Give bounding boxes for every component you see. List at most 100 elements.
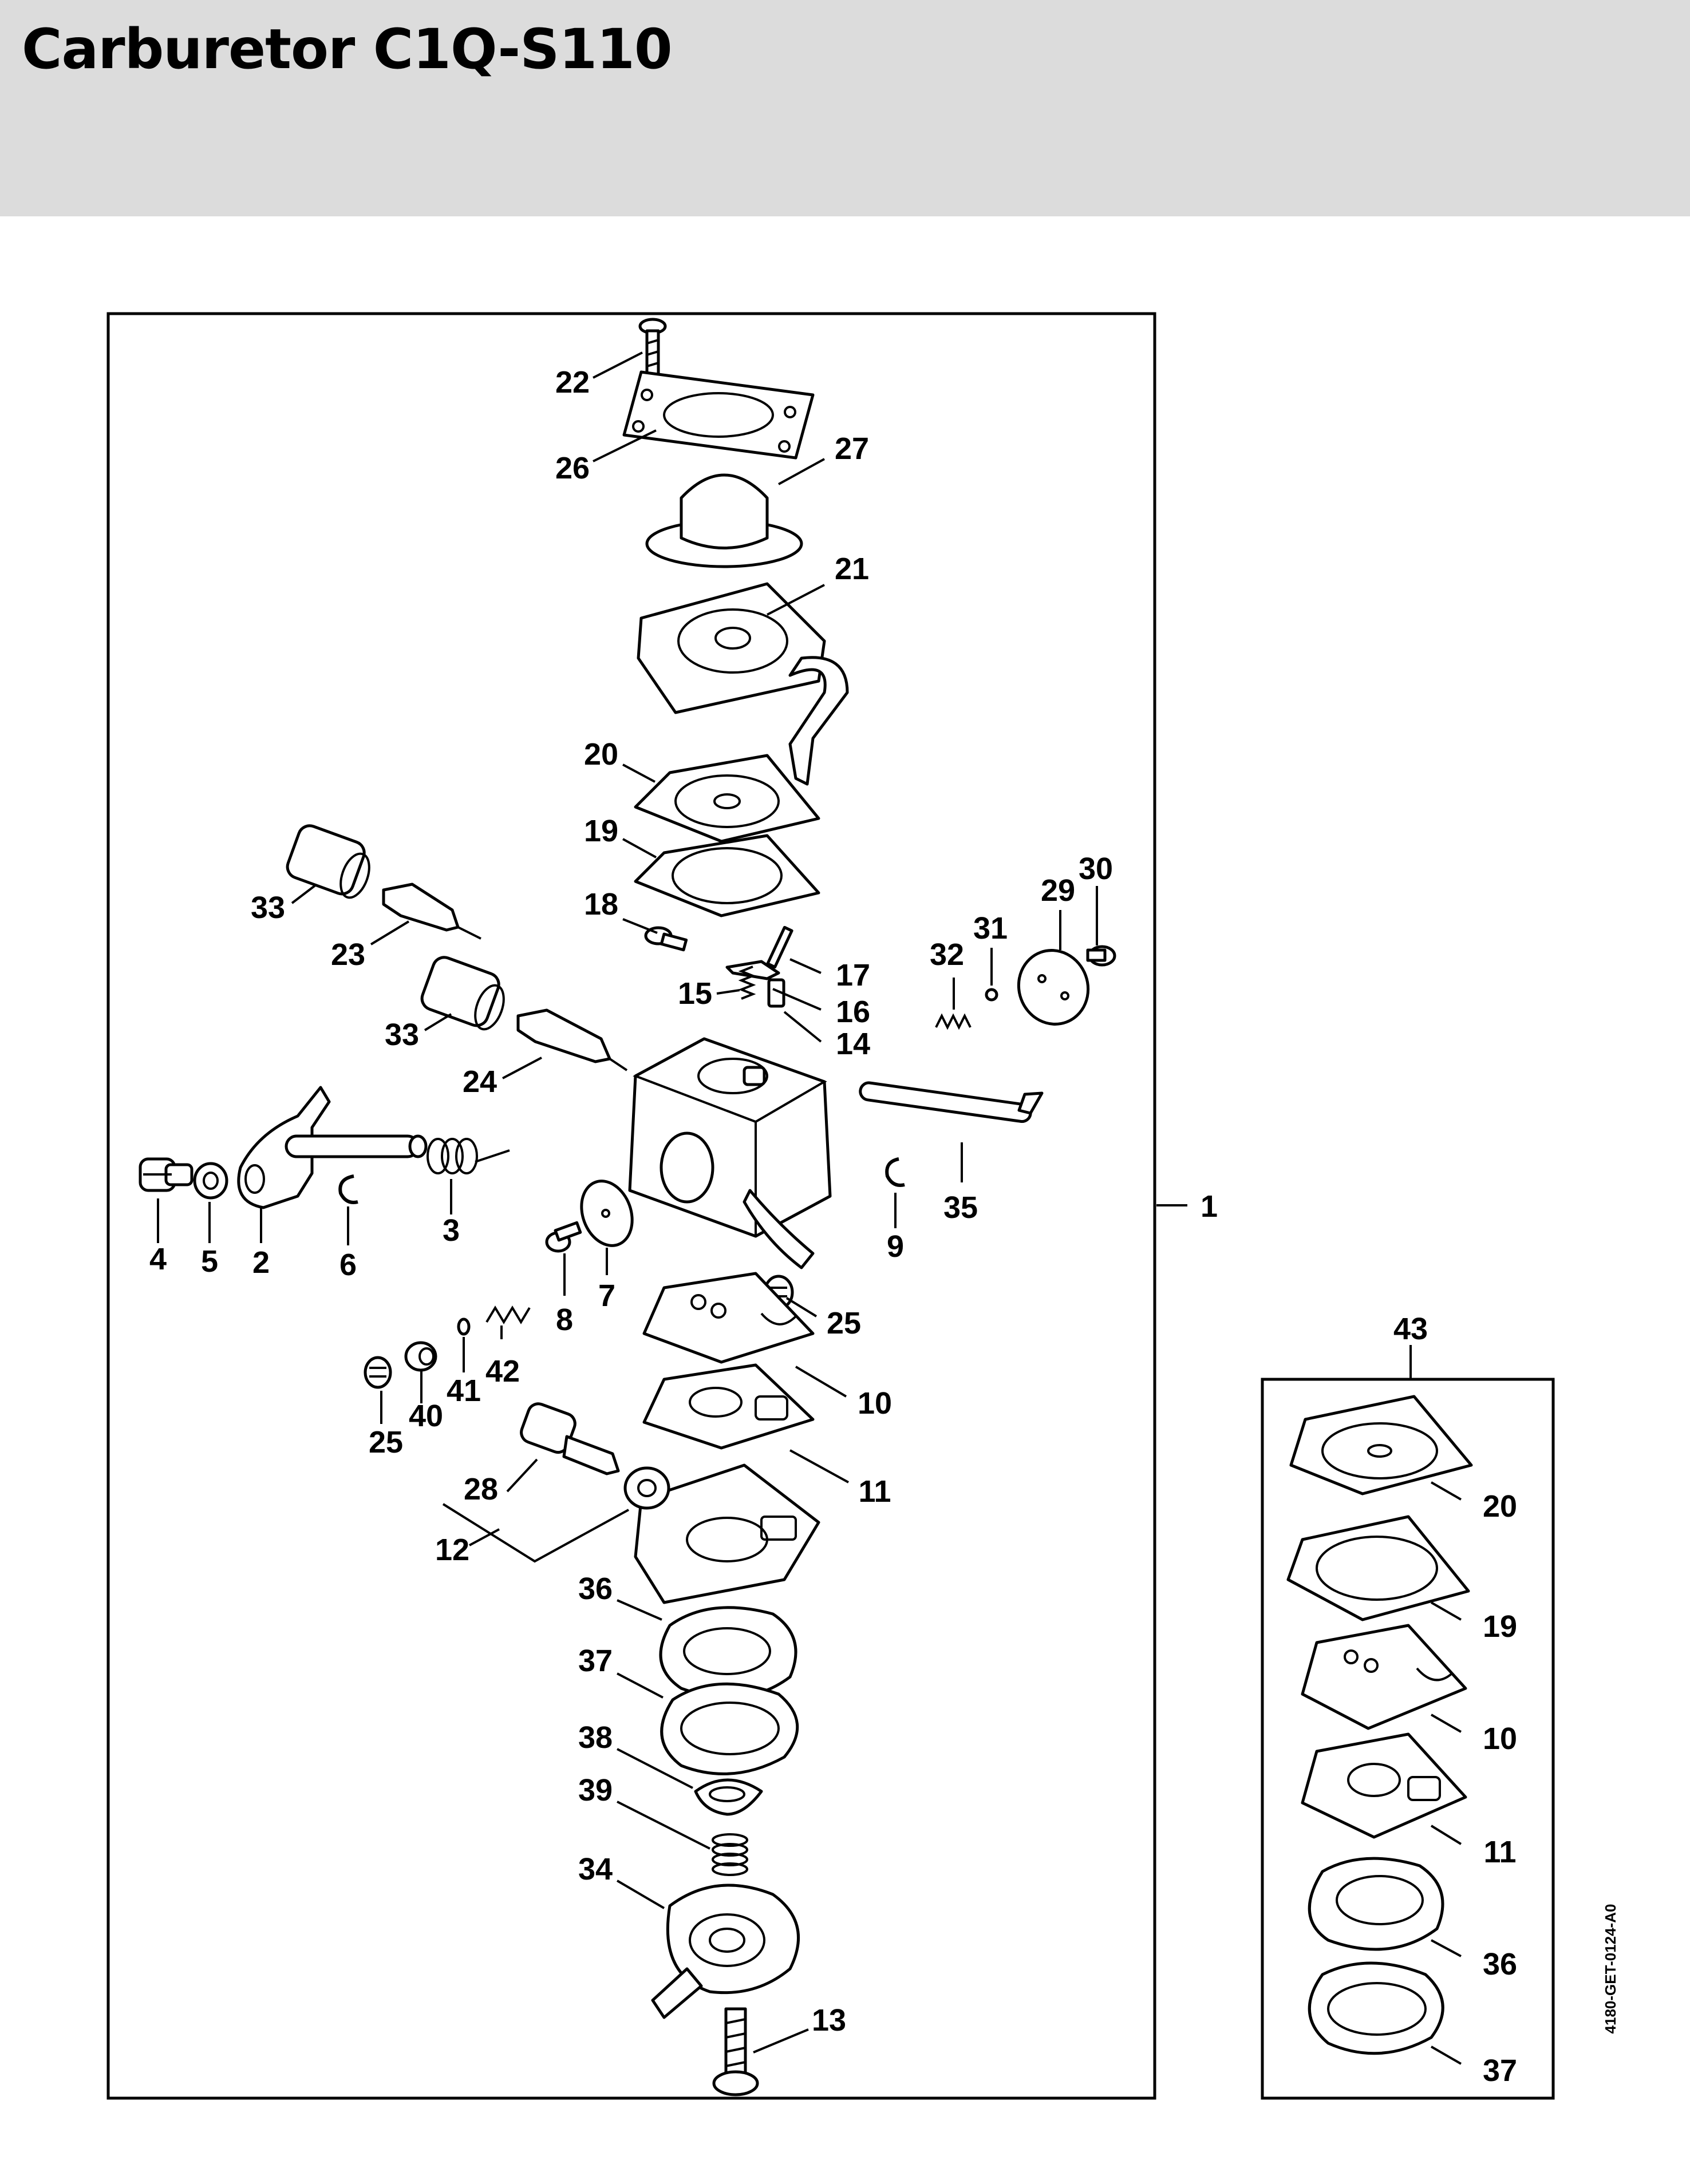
- carburetor-body-part: [628, 1037, 832, 1269]
- callout-28: 28: [464, 1472, 498, 1506]
- leader-lines: [157, 351, 1462, 2065]
- choke-plate-29-part: [1017, 949, 1090, 1026]
- callout-2: 2: [252, 1245, 270, 1280]
- callout-34: 34: [578, 1852, 613, 1886]
- gasket-kit-frame: [1261, 1378, 1555, 2100]
- housing-34-part: [651, 1884, 800, 2019]
- callout-40: 40: [409, 1399, 443, 1433]
- callout-labels: 22 26 27 21 20 19 18 17 16 15 14 33 23 3…: [149, 365, 1517, 2088]
- callout-33-lower: 33: [385, 1018, 419, 1052]
- screw-8-part: [545, 1221, 582, 1253]
- spring-32-part: [935, 1013, 972, 1030]
- callout-15: 15: [678, 976, 712, 1011]
- callout-10-main: 10: [858, 1386, 892, 1421]
- callout-38: 38: [578, 1720, 613, 1755]
- callout-10-kit: 10: [1483, 1722, 1517, 1756]
- part-drawings: [139, 318, 1473, 2096]
- plate-11-part: [642, 1363, 815, 1450]
- drawing-reference-code: 4180-GET-0124-A0: [1602, 1904, 1619, 2034]
- screw-22-part: [638, 318, 667, 378]
- callout-1: 1: [1201, 1189, 1218, 1224]
- adjusting-screw-23-part: [382, 883, 481, 940]
- throttle-plate-7-part: [580, 1180, 634, 1247]
- gasket-26-part: [622, 370, 815, 460]
- diaphragm-20-part: [634, 754, 820, 843]
- callout-25-upper: 25: [827, 1306, 861, 1340]
- callout-22: 22: [555, 365, 590, 399]
- cap-27-part: [645, 473, 803, 568]
- kit-gasket-10-part: [1301, 1624, 1467, 1730]
- gasket-10-part: [642, 1272, 815, 1364]
- callout-37-kit: 37: [1483, 2054, 1517, 2088]
- callout-21: 21: [835, 552, 869, 586]
- callout-31: 31: [973, 911, 1008, 945]
- callout-11-kit: 11: [1483, 1835, 1516, 1869]
- callout-26: 26: [555, 451, 590, 485]
- callout-27: 27: [835, 432, 869, 466]
- callout-43: 43: [1393, 1312, 1428, 1346]
- callout-17: 17: [836, 958, 870, 992]
- gasket-37-part: [660, 1682, 799, 1775]
- callout-39: 39: [578, 1773, 613, 1807]
- callout-23: 23: [331, 937, 365, 972]
- screw-30-part: [1086, 945, 1116, 967]
- callout-7: 7: [598, 1279, 615, 1313]
- kit-gasket-36-part: [1308, 1857, 1444, 1951]
- ball-31-part: [985, 988, 998, 1002]
- e-clip-6-part: [338, 1174, 358, 1204]
- gasket-19-part: [634, 834, 820, 917]
- callout-4: 4: [149, 1242, 167, 1276]
- gasket-36-part: [659, 1606, 797, 1699]
- end-cover-12-part: [623, 1463, 820, 1604]
- callout-13: 13: [812, 2003, 846, 2037]
- e-clip-9-part: [885, 1157, 905, 1187]
- callout-42: 42: [485, 1354, 520, 1388]
- screw-18-part: [644, 926, 688, 952]
- callout-5: 5: [201, 1244, 218, 1279]
- washer-5-part: [193, 1162, 228, 1200]
- main-assembly-frame: [106, 312, 1156, 2100]
- screw-13-part: [712, 2007, 759, 2096]
- callout-33-upper: 33: [251, 891, 285, 925]
- lever-16-part: [725, 960, 780, 980]
- callout-24: 24: [463, 1065, 497, 1099]
- callout-3: 3: [443, 1213, 460, 1248]
- callout-14: 14: [836, 1027, 870, 1061]
- callout-20-kit: 20: [1483, 1489, 1517, 1524]
- callout-20-main: 20: [584, 737, 618, 771]
- callout-37-main: 37: [578, 1644, 613, 1678]
- choke-shaft-35-part: [859, 1081, 1044, 1123]
- idle-screw-28-part: [520, 1402, 620, 1475]
- callout-16: 16: [836, 995, 870, 1029]
- callout-6: 6: [339, 1248, 357, 1282]
- limiter-cap-33a-part: [286, 824, 370, 899]
- cover-21-part: [637, 582, 849, 786]
- plug-40-part: [404, 1341, 437, 1372]
- callout-41: 41: [447, 1374, 481, 1408]
- callout-36-kit: 36: [1483, 1947, 1517, 1981]
- callout-25-lower: 25: [369, 1425, 403, 1459]
- o-ring-41-part: [457, 1317, 471, 1336]
- valve-38-part: [694, 1778, 763, 1816]
- kit-gasket-37-part: [1308, 1961, 1444, 2055]
- spring-42-part: [485, 1305, 531, 1324]
- throttle-lever-2-part: [237, 1086, 428, 1209]
- pin-17-part: [766, 925, 793, 969]
- kit-gasket-19-part: [1286, 1515, 1470, 1621]
- kit-diaphragm-20-part: [1289, 1395, 1473, 1495]
- callout-18: 18: [584, 887, 618, 921]
- header-band: Carburetor C1Q-S110: [0, 0, 1690, 216]
- callout-36-main: 36: [578, 1572, 613, 1606]
- callout-19-kit: 19: [1483, 1609, 1517, 1644]
- callout-35: 35: [943, 1190, 978, 1225]
- spring-15-part: [738, 966, 756, 1000]
- spring-39-part: [712, 1833, 748, 1876]
- callout-32: 32: [930, 937, 964, 972]
- callout-9: 9: [887, 1229, 904, 1264]
- torsion-spring-3-part: [427, 1138, 510, 1174]
- callout-30: 30: [1079, 852, 1113, 886]
- callout-12: 12: [435, 1533, 469, 1567]
- callout-11-main: 11: [858, 1474, 891, 1509]
- kit-plate-11-part: [1301, 1732, 1467, 1839]
